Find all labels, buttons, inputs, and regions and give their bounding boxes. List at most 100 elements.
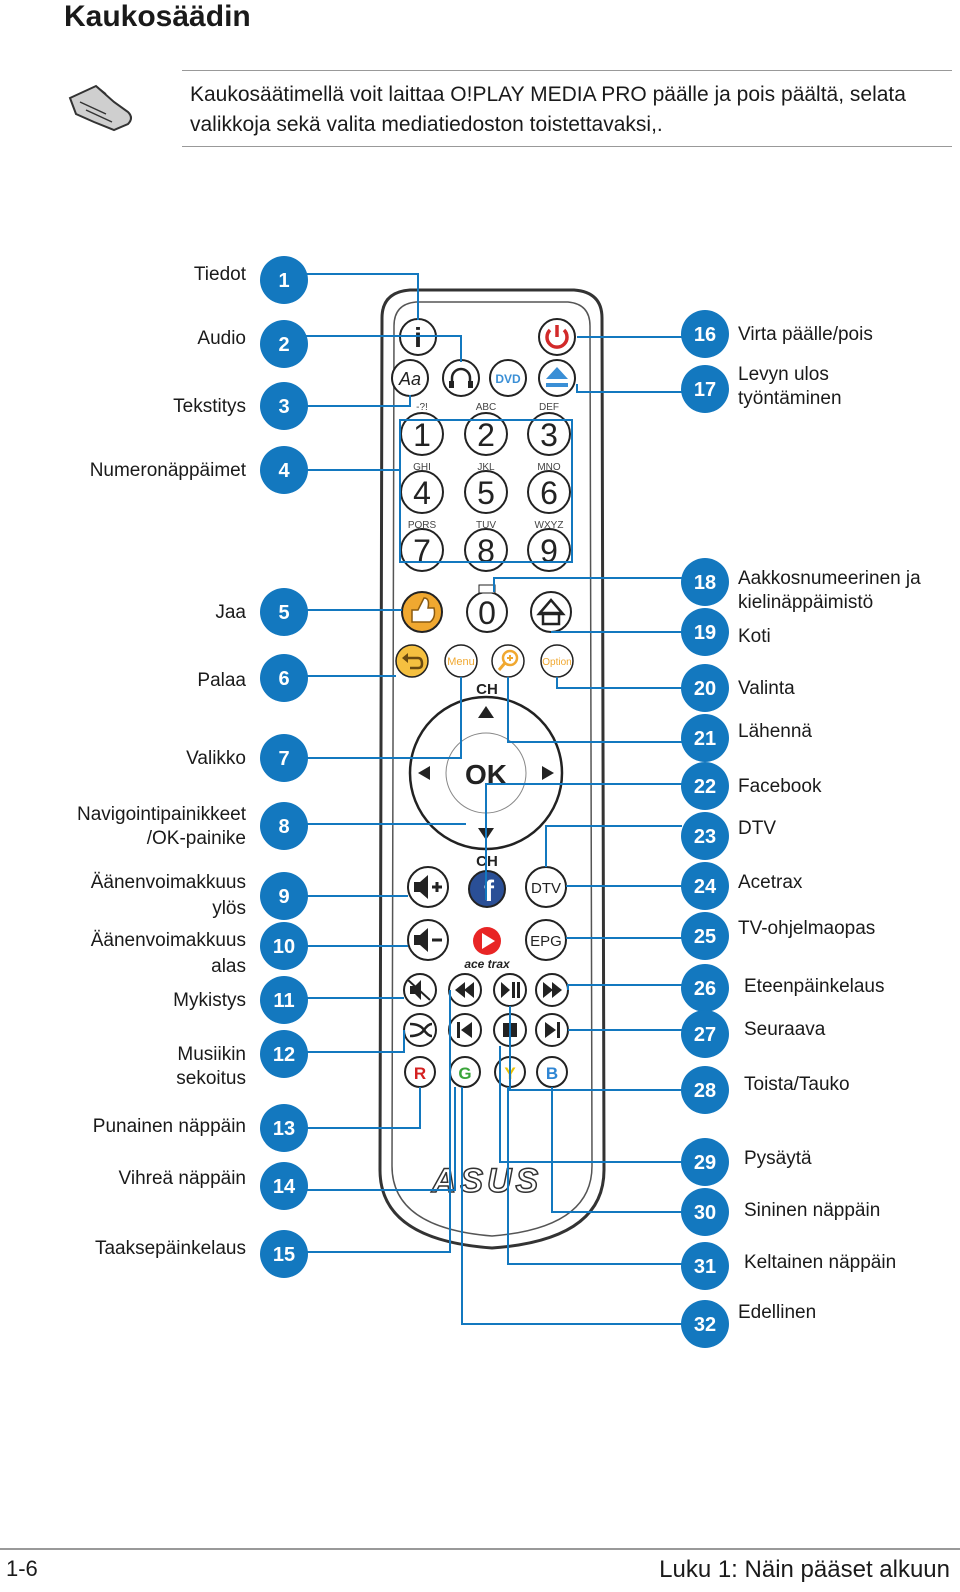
home-icon xyxy=(536,598,566,626)
leader-line-4 xyxy=(306,419,573,563)
fast-forward-button[interactable] xyxy=(535,973,569,1007)
callout-label-6: Palaa xyxy=(197,670,246,691)
nav-up-icon[interactable] xyxy=(478,706,494,718)
callout-label-15: Taaksepäinkelaus xyxy=(95,1238,246,1259)
leader-line-2 xyxy=(306,335,462,362)
zoom-in-icon xyxy=(497,649,519,671)
return-arrow-icon xyxy=(402,653,424,670)
leader-line-14 xyxy=(306,1087,456,1191)
digit-0-button[interactable]: 0 xyxy=(466,584,508,633)
previous-button[interactable] xyxy=(448,1013,482,1047)
mute-button[interactable] xyxy=(403,973,437,1007)
digit-label: 2 xyxy=(477,417,495,453)
callout-label-11: Mykistys xyxy=(173,990,246,1011)
back-button[interactable] xyxy=(395,644,429,678)
leader-line-28 xyxy=(509,1006,682,1091)
callout-leader-lines xyxy=(306,273,682,1325)
letters-label: ABC xyxy=(476,402,497,413)
callout-badge-15: 15 xyxy=(260,1230,308,1278)
option-button[interactable]: Option xyxy=(540,644,574,678)
subtitle-key-label: Aa xyxy=(398,369,421,389)
callout-label-25: TV-ohjelmaopas xyxy=(738,918,875,939)
leader-line-3 xyxy=(306,395,411,407)
callout-number: 6 xyxy=(278,668,289,690)
callout-label-5: Jaa xyxy=(215,602,246,623)
green-key[interactable]: G xyxy=(449,1056,481,1088)
callout-badge-11: 11 xyxy=(260,976,308,1024)
asus-logo: ASUS xyxy=(431,1162,542,1200)
callout-badge-18: 18 xyxy=(681,558,729,606)
callout-label-8: /OK-painike xyxy=(147,828,246,849)
digit-9-button[interactable]: 9 xyxy=(527,528,571,572)
next-button[interactable] xyxy=(535,1013,569,1047)
green-key-label: G xyxy=(458,1064,471,1083)
digit-label: 4 xyxy=(413,475,431,511)
digit-6-button[interactable]: 6 xyxy=(527,470,571,514)
volume-down-icon xyxy=(414,928,442,952)
digit-8-button[interactable]: 8 xyxy=(464,528,508,572)
fast-forward-icon xyxy=(543,982,562,998)
callout-badge-31: 31 xyxy=(681,1242,729,1290)
audio-button[interactable] xyxy=(442,359,480,397)
leader-line-29 xyxy=(499,1046,682,1163)
callout-number: 1 xyxy=(278,270,289,292)
callout-number: 11 xyxy=(273,990,294,1012)
digit-5-button[interactable]: 5 xyxy=(464,470,508,514)
menu-button[interactable]: Menu xyxy=(444,644,478,678)
blue-key[interactable]: B xyxy=(536,1056,568,1088)
callout-number: 5 xyxy=(278,602,289,624)
callout-label-1: Tiedot xyxy=(194,264,247,285)
eject-button[interactable] xyxy=(538,359,576,397)
home-button[interactable] xyxy=(530,591,572,633)
volume-down-button[interactable] xyxy=(407,919,449,961)
callout-label-12: sekoitus xyxy=(176,1068,246,1089)
leader-line-1 xyxy=(306,273,419,320)
volume-up-button[interactable] xyxy=(407,866,449,908)
epg-button[interactable]: EPG xyxy=(525,919,567,961)
callout-label-13: Punainen näppäin xyxy=(93,1116,246,1137)
callout-label-4: Numeronäppäimet xyxy=(90,460,247,481)
dvd-key-label: DVD xyxy=(495,372,521,386)
play-pause-button[interactable] xyxy=(493,973,527,1007)
footer-page-number: 1-6 xyxy=(6,1556,38,1581)
previous-icon xyxy=(457,1022,472,1038)
dtv-button[interactable]: DTV xyxy=(525,866,567,908)
red-key[interactable]: R xyxy=(404,1056,436,1088)
digit-label: 5 xyxy=(477,475,495,511)
subtitle-button[interactable]: Aa xyxy=(391,359,429,397)
zoom-button[interactable] xyxy=(491,644,525,678)
footer-chapter: Luku 1: Näin pääset alkuun xyxy=(659,1556,950,1583)
callout-badge-1: 1 xyxy=(260,256,308,304)
callout-label-16: Virta päälle/pois xyxy=(738,324,873,345)
callout-badge-10: 10 xyxy=(260,922,308,970)
digit-7-button[interactable]: 7 xyxy=(400,528,444,572)
callout-number: 22 xyxy=(694,776,716,798)
note-bottom-rule xyxy=(182,146,952,147)
callout-badge-21: 21 xyxy=(681,714,729,762)
digit-2-button[interactable]: 2 xyxy=(464,412,508,456)
callout-label-21: Lähennä xyxy=(738,721,812,742)
digit-4-button[interactable]: 4 xyxy=(400,470,444,514)
pointing-hand-icon xyxy=(68,84,132,132)
shuffle-button[interactable] xyxy=(403,1013,437,1047)
acetrax-button[interactable] xyxy=(473,927,501,955)
callout-label-10: Äänenvoimakkuus xyxy=(91,930,246,951)
dvd-button[interactable]: DVD xyxy=(489,359,527,397)
rewind-button[interactable] xyxy=(448,973,482,1007)
digit-1-button[interactable]: 1 xyxy=(400,412,444,456)
callout-number: 20 xyxy=(694,678,716,700)
nav-left-icon[interactable] xyxy=(418,766,430,780)
callout-number: 14 xyxy=(273,1176,296,1198)
callout-label-10: alas xyxy=(211,956,246,977)
share-button[interactable] xyxy=(401,591,443,633)
power-button[interactable] xyxy=(538,318,576,356)
digit-3-button[interactable]: 3 xyxy=(527,412,571,456)
red-key-label: R xyxy=(414,1064,426,1083)
leader-line-12 xyxy=(306,1030,405,1053)
nav-right-icon[interactable] xyxy=(542,766,554,780)
callout-number: 29 xyxy=(694,1152,716,1174)
callout-badge-6: 6 xyxy=(260,654,308,702)
callout-number: 13 xyxy=(273,1118,295,1140)
digit-label: 3 xyxy=(540,417,558,453)
